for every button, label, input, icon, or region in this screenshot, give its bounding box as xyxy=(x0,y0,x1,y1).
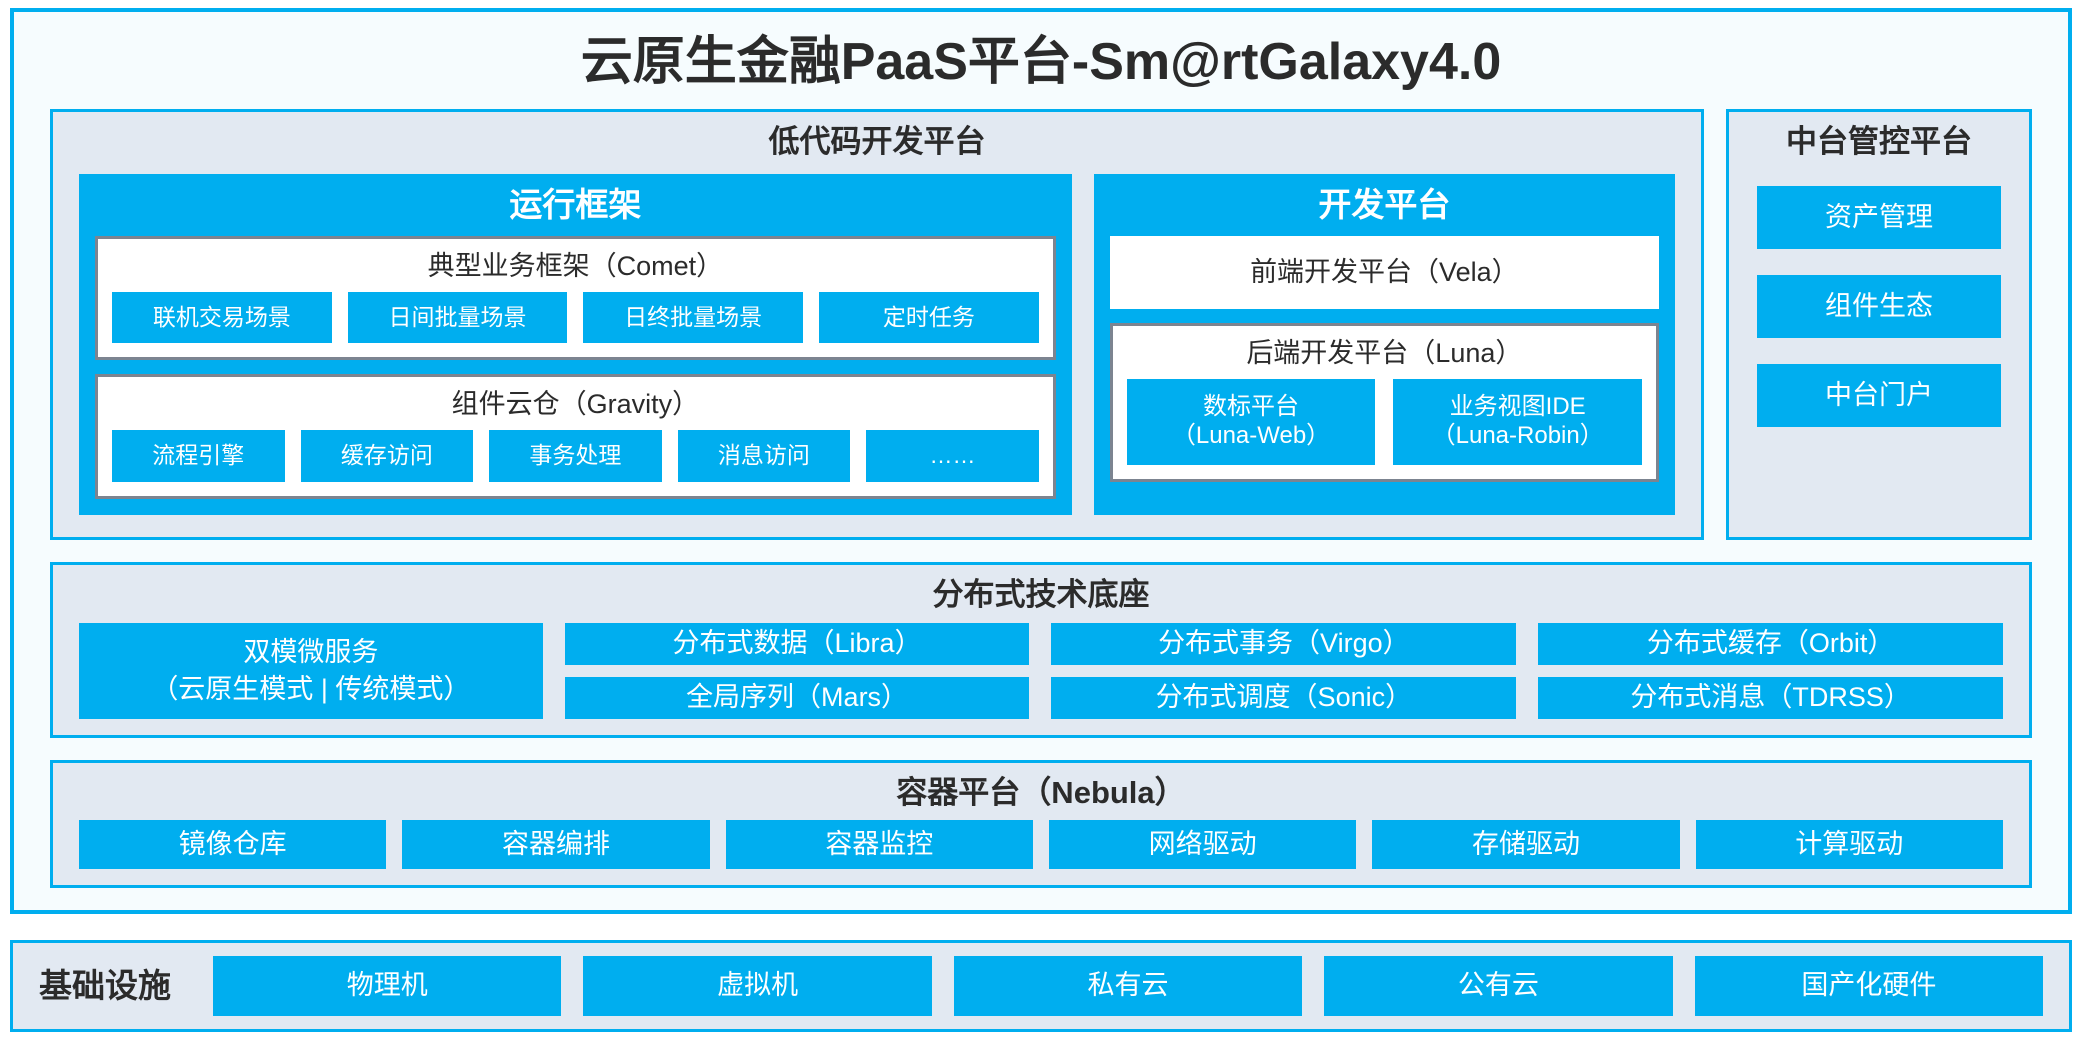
gravity-item[interactable]: 消息访问 xyxy=(677,430,851,483)
dual-mode-line2: （云原生模式 | 传统模式） xyxy=(151,673,471,704)
management-platform-title: 中台管控平台 xyxy=(1786,124,1972,160)
infrastructure-item-public-cloud[interactable]: 公有云 xyxy=(1324,956,1673,1016)
comet-title: 典型业务框架（Comet） xyxy=(427,250,724,281)
container-item-orchestration[interactable]: 容器编排 xyxy=(402,820,710,869)
container-item-compute-driver[interactable]: 计算驱动 xyxy=(1695,820,2003,869)
luna-robin-sub: （Luna-Robin） xyxy=(1431,422,1604,450)
comet-item[interactable]: 日终批量场景 xyxy=(583,291,804,344)
luna-backend-group: 后端开发平台（Luna） 数标平台 （Luna-Web） 业务视图IDE （Lu… xyxy=(1109,322,1659,483)
top-row: 低代码开发平台 运行框架 典型业务框架（Comet） 联机交易场景 日间批量场景… xyxy=(50,109,2032,541)
page-title: 云原生金融PaaS平台-Sm@rtGalaxy4.0 xyxy=(580,33,1502,91)
distributed-base-title: 分布式技术底座 xyxy=(932,577,1150,613)
distributed-column-2: 分布式事务（Virgo） 分布式调度（Sonic） xyxy=(1051,622,1517,719)
platform-frame: 云原生金融PaaS平台-Sm@rtGalaxy4.0 低代码开发平台 运行框架 … xyxy=(10,8,2072,914)
management-platform-panel: 中台管控平台 资产管理 组件生态 中台门户 xyxy=(1726,109,2032,541)
infrastructure-label: 基础设施 xyxy=(39,967,171,1005)
infrastructure-item-physical[interactable]: 物理机 xyxy=(213,956,562,1016)
container-platform-panel: 容器平台（Nebula） 镜像仓库 容器编排 容器监控 网络驱动 存储驱动 计算… xyxy=(50,759,2032,888)
gravity-item[interactable]: 事务处理 xyxy=(489,430,662,483)
container-item-monitoring[interactable]: 容器监控 xyxy=(725,820,1033,869)
gravity-chip-row: 流程引擎 缓存访问 事务处理 消息访问 …… xyxy=(112,430,1039,483)
luna-robin-name: 业务视图IDE xyxy=(1449,392,1586,420)
luna-chip-row: 数标平台 （Luna-Web） 业务视图IDE （Luna-Robin） xyxy=(1126,378,1643,466)
luna-web-sub: （Luna-Web） xyxy=(1171,422,1331,450)
gravity-item-more[interactable]: …… xyxy=(866,430,1039,483)
vela-frontend-platform[interactable]: 前端开发平台（Vela） xyxy=(1109,235,1659,309)
gravity-item[interactable]: 缓存访问 xyxy=(300,430,474,483)
comet-item[interactable]: 定时任务 xyxy=(819,291,1039,344)
lowcode-platform-title: 低代码开发平台 xyxy=(768,124,986,160)
infrastructure-item-virtual[interactable]: 虚拟机 xyxy=(583,956,932,1016)
distributed-cell-tdrss[interactable]: 分布式消息（TDRSS） xyxy=(1538,676,2004,719)
management-item-list: 资产管理 组件生态 中台门户 xyxy=(1757,185,2001,427)
luna-backend-title: 后端开发平台（Luna） xyxy=(1246,337,1523,368)
management-item-portal[interactable]: 中台门户 xyxy=(1757,363,2001,427)
management-item-component[interactable]: 组件生态 xyxy=(1757,274,2001,338)
distributed-column-3: 分布式缓存（Orbit） 分布式消息（TDRSS） xyxy=(1538,622,2004,719)
container-item-registry[interactable]: 镜像仓库 xyxy=(79,820,387,869)
container-platform-body: 镜像仓库 容器编排 容器监控 网络驱动 存储驱动 计算驱动 xyxy=(71,820,2011,869)
dual-mode-microservice-cell[interactable]: 双模微服务 （云原生模式 | 传统模式） xyxy=(79,622,543,719)
distributed-column-1: 分布式数据（Libra） 全局序列（Mars） xyxy=(564,622,1030,719)
gravity-group: 组件云仓（Gravity） 流程引擎 缓存访问 事务处理 消息访问 …… xyxy=(95,374,1056,500)
container-item-storage-driver[interactable]: 存储驱动 xyxy=(1372,820,1680,869)
infrastructure-panel: 基础设施 物理机 虚拟机 私有云 公有云 国产化硬件 xyxy=(10,940,2072,1032)
container-item-network-driver[interactable]: 网络驱动 xyxy=(1048,820,1357,869)
distributed-cell-virgo[interactable]: 分布式事务（Virgo） xyxy=(1051,622,1517,665)
luna-robin-item[interactable]: 业务视图IDE （Luna-Robin） xyxy=(1393,378,1643,466)
comet-chip-row: 联机交易场景 日间批量场景 日终批量场景 定时任务 xyxy=(112,291,1039,344)
lowcode-platform-panel: 低代码开发平台 运行框架 典型业务框架（Comet） 联机交易场景 日间批量场景… xyxy=(50,109,1704,541)
development-platform-block: 开发平台 前端开发平台（Vela） 后端开发平台（Luna） 数标平台 （Lun… xyxy=(1093,173,1675,516)
infrastructure-item-private-cloud[interactable]: 私有云 xyxy=(953,956,1303,1016)
distributed-cell-sonic[interactable]: 分布式调度（Sonic） xyxy=(1051,676,1517,719)
infrastructure-item-domestic-hardware[interactable]: 国产化硬件 xyxy=(1694,956,2044,1016)
lowcode-platform-body: 运行框架 典型业务框架（Comet） 联机交易场景 日间批量场景 日终批量场景 … xyxy=(67,170,1687,523)
development-platform-title: 开发平台 xyxy=(1318,185,1451,223)
gravity-item[interactable]: 流程引擎 xyxy=(112,430,285,483)
distributed-cell-libra[interactable]: 分布式数据（Libra） xyxy=(564,622,1030,665)
distributed-base-panel: 分布式技术底座 双模微服务 （云原生模式 | 传统模式） 分布式数据（Libra… xyxy=(50,562,2032,738)
distributed-cell-orbit[interactable]: 分布式缓存（Orbit） xyxy=(1538,622,2004,665)
dual-mode-line1: 双模微服务 xyxy=(243,637,379,668)
comet-item[interactable]: 联机交易场景 xyxy=(112,291,332,344)
comet-item[interactable]: 日间批量场景 xyxy=(347,291,568,344)
luna-web-name: 数标平台 xyxy=(1203,392,1300,420)
runtime-framework-title: 运行框架 xyxy=(509,185,642,223)
runtime-framework-block: 运行框架 典型业务框架（Comet） 联机交易场景 日间批量场景 日终批量场景 … xyxy=(79,173,1072,516)
comet-group: 典型业务框架（Comet） 联机交易场景 日间批量场景 日终批量场景 定时任务 xyxy=(95,235,1056,361)
distributed-cell-mars[interactable]: 全局序列（Mars） xyxy=(564,676,1030,719)
management-item-asset[interactable]: 资产管理 xyxy=(1757,185,2001,249)
container-platform-title: 容器平台（Nebula） xyxy=(896,774,1186,810)
luna-web-item[interactable]: 数标平台 （Luna-Web） xyxy=(1126,378,1376,466)
gravity-title: 组件云仓（Gravity） xyxy=(451,389,700,420)
distributed-base-body: 双模微服务 （云原生模式 | 传统模式） 分布式数据（Libra） 全局序列（M… xyxy=(71,622,2011,719)
